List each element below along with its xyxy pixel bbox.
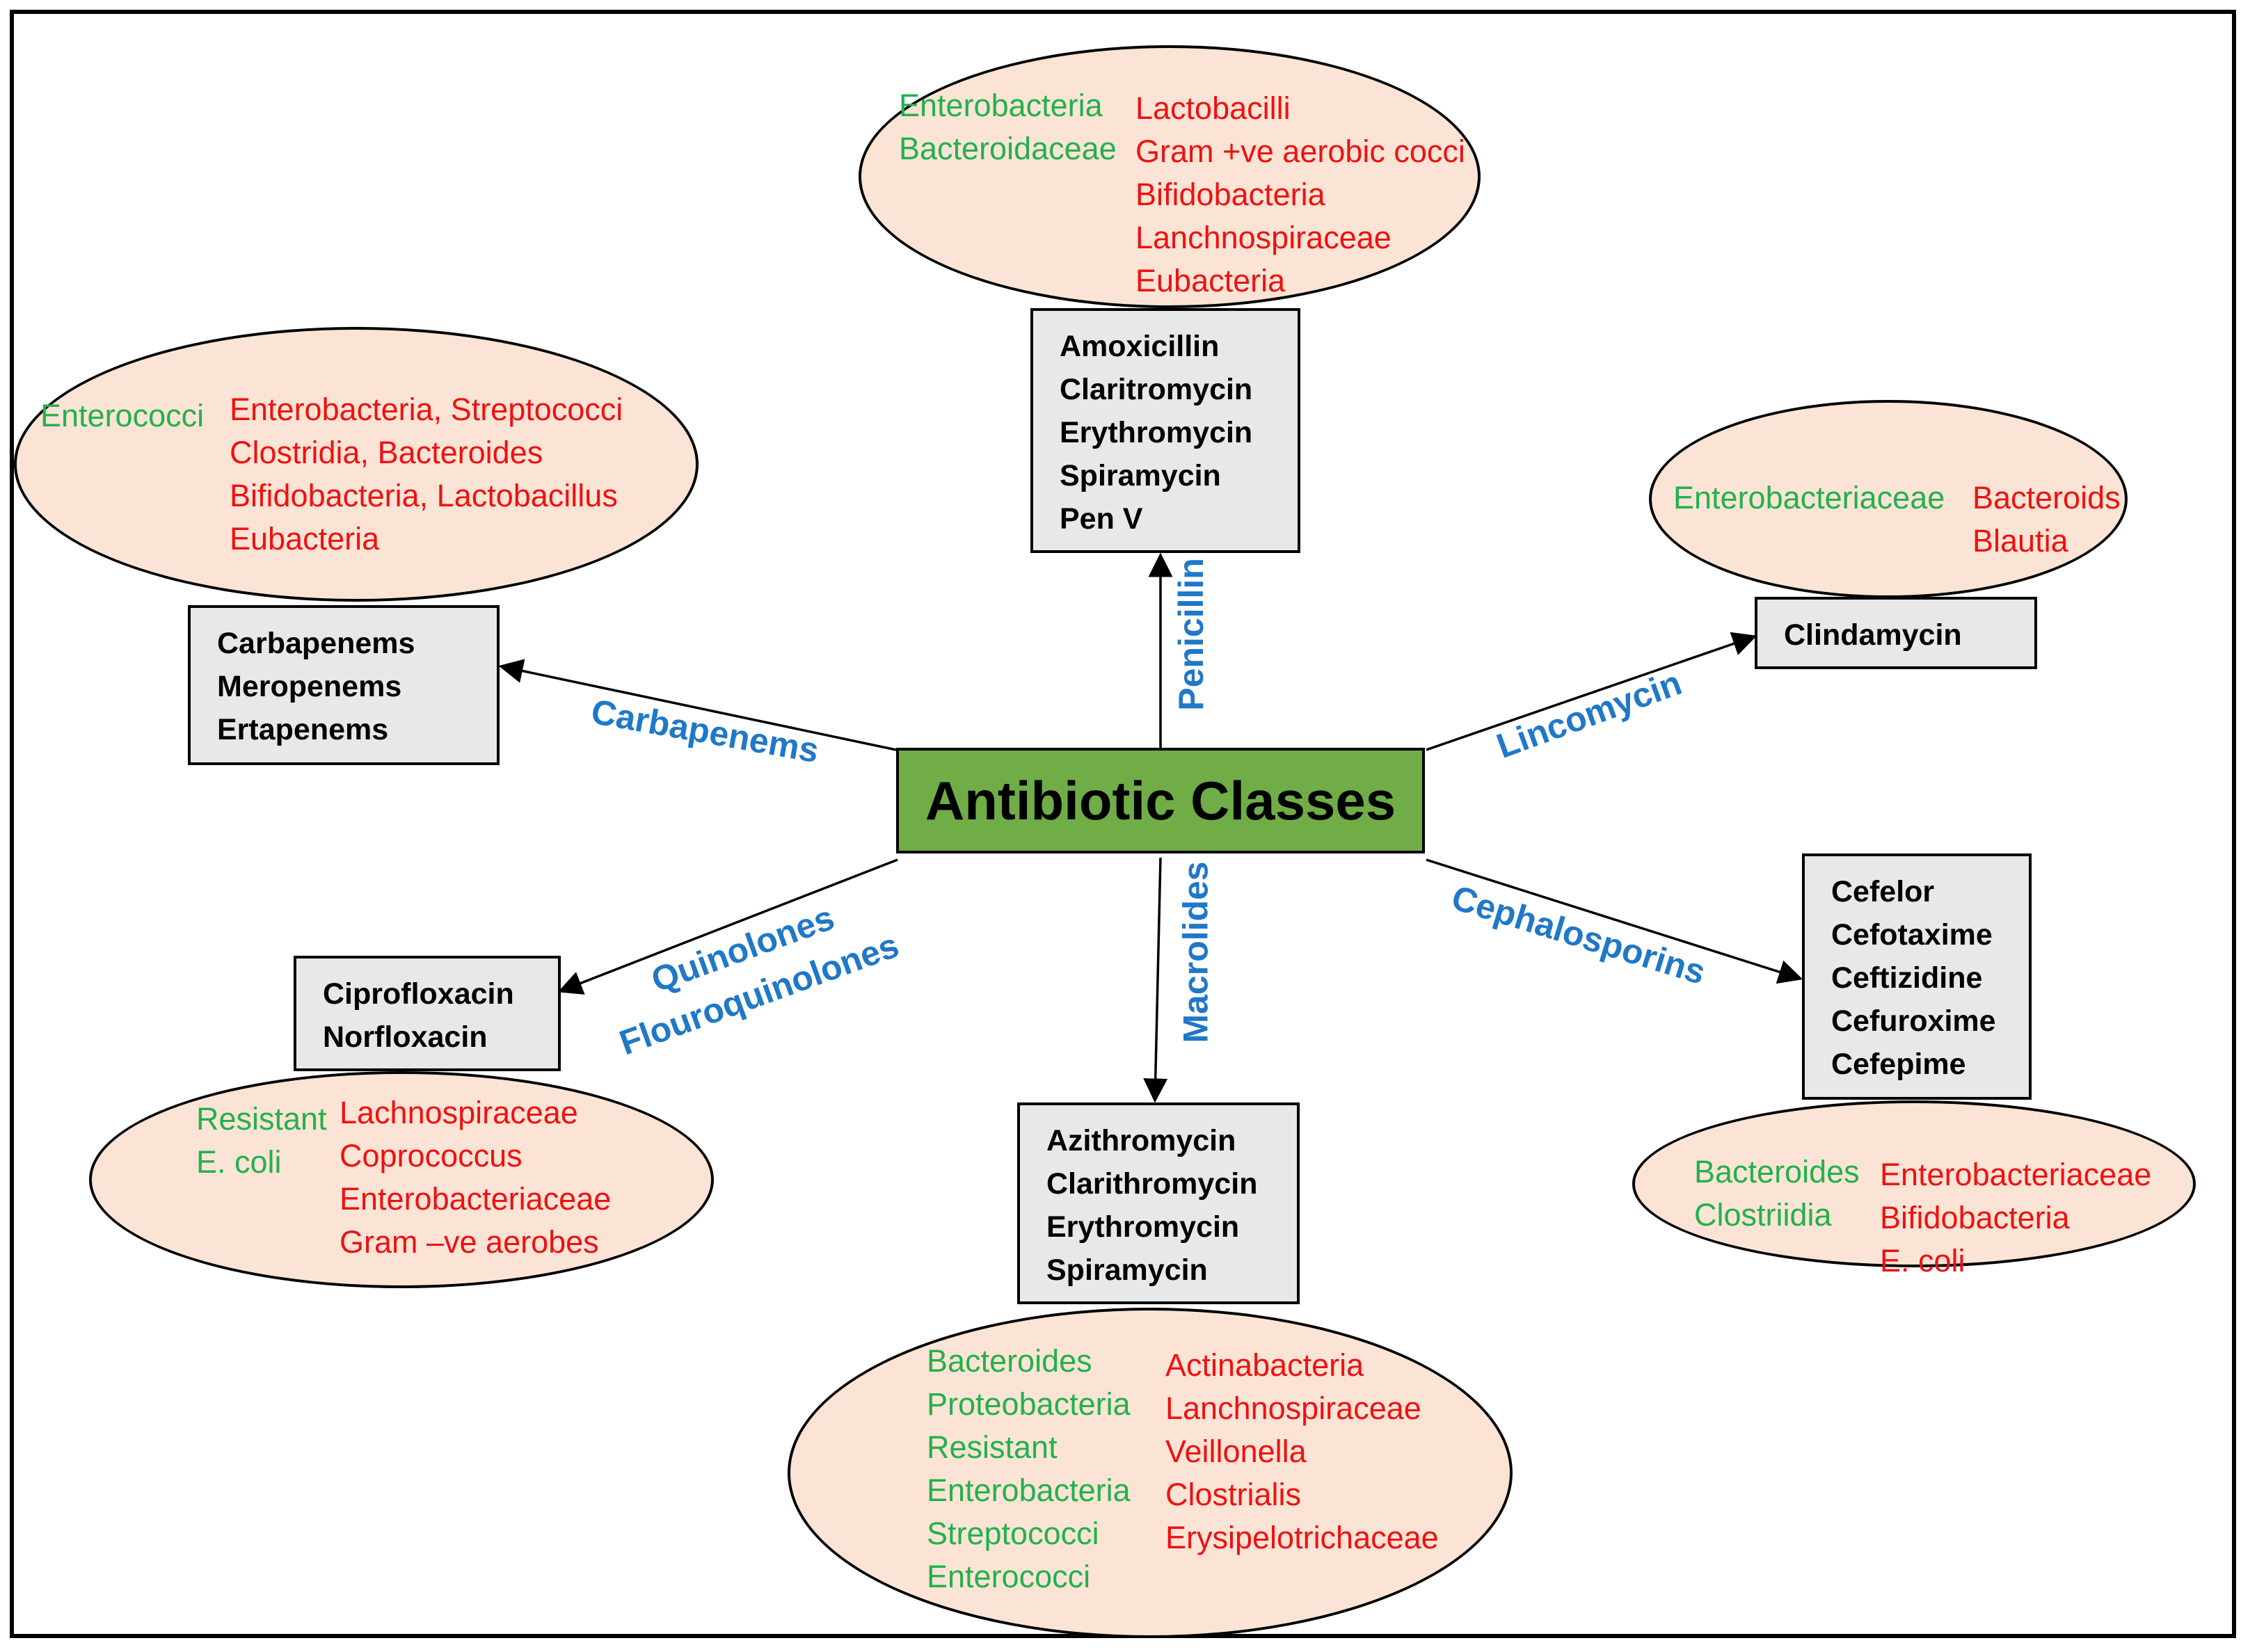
drug-item: Spiramycin (1060, 459, 1221, 492)
bacteria-item: Proteobacteria (927, 1386, 1131, 1422)
bacteria-item: Clostridia, Bacteroides (230, 435, 543, 470)
drug-item: Meropenems (217, 670, 402, 703)
bacteria-item: Lanchnospiraceae (1165, 1390, 1421, 1426)
bacteria-item: Resistant (927, 1429, 1058, 1465)
drug-item: Clarithromycin (1046, 1167, 1258, 1201)
bacteria-item: Eubacteria (1135, 263, 1286, 298)
macrolides-drugs-box: Azithromycin Clarithromycin Erythromycin… (1017, 1102, 1300, 1304)
bacteria-item: Bacteroids (1972, 480, 2121, 515)
drug-item: Ceftizidine (1831, 961, 1983, 995)
bacteria-item: Clostriidia (1694, 1197, 1832, 1233)
arrow-macrolides (1143, 857, 1168, 1103)
bacteria-item: E. coli (196, 1144, 282, 1180)
lincomycin-effects-ellipse (1649, 400, 2128, 598)
quinolones-increased-list: Resistant E. coli (196, 1098, 327, 1184)
lincomycin-decreased-list: Bacteroids Blautia (1972, 476, 2121, 563)
drug-item: Spiramycin (1046, 1253, 1208, 1287)
drug-item: Amoxicillin (1060, 330, 1220, 363)
bacteria-item: Eubacteria (230, 521, 380, 556)
quinolones-drugs-box: Ciprofloxacin Norfloxacin (294, 956, 561, 1071)
bacteria-item: Bacteroides (927, 1343, 1092, 1379)
drug-item: Pen V (1060, 502, 1143, 536)
quinolones-effects-ellipse (89, 1071, 714, 1288)
class-label-macrolides: Macrolides (1176, 861, 1215, 1043)
bacteria-item: Clostrialis (1165, 1477, 1302, 1512)
cephalosporins-effects-ellipse (1632, 1100, 2196, 1267)
bacteria-item: Bifidobacteria (1135, 177, 1325, 212)
lincomycin-drugs-box: Clindamycin (1755, 597, 2037, 669)
bacteria-item: Gram –ve aerobes (340, 1224, 599, 1260)
bacteria-item: Enterobacteria (927, 1473, 1131, 1508)
carbapenems-effects-ellipse (14, 327, 699, 602)
bacteria-item: Enterococci (40, 398, 205, 433)
bacteria-item: Resistant (196, 1101, 327, 1137)
arrow-cephalosporins (1426, 858, 1803, 984)
center-title: Antibiotic Classes (925, 769, 1396, 831)
drug-item: Clindamycin (1784, 618, 1962, 652)
arrow-carbapenems (498, 659, 897, 751)
bacteria-item: Bacteroidaceae (899, 131, 1117, 166)
bacteria-item: Bifidobacteria, Lactobacillus (230, 478, 618, 513)
penicillin-increased-list: Enterobacteria Bacteroidaceae (899, 84, 1117, 170)
penicillin-effects-ellipse (859, 45, 1481, 308)
cephalosporins-drugs-box: Cefelor Cefotaxime Ceftizidine Cefuroxim… (1802, 853, 2032, 1100)
drug-item: Cefepime (1831, 1048, 1966, 1081)
drug-item: Erythromycin (1060, 416, 1253, 449)
drug-item: Norfloxacin (323, 1020, 488, 1054)
bacteria-item: Blautia (1972, 523, 2068, 559)
bacteria-item: Bacteroides (1694, 1154, 1860, 1189)
drug-item: Cefotaxime (1831, 918, 1993, 952)
drug-item: Cefelor (1831, 875, 1935, 908)
bacteria-item: Streptococci (927, 1516, 1099, 1551)
bacteria-item: Enterobacteriaceae (1880, 1157, 2152, 1192)
bacteria-item: Enterobacteriaceae (340, 1181, 612, 1217)
drug-item: Ciprofloxacin (323, 977, 514, 1011)
bacteria-item: Erysipelotrichaceae (1165, 1520, 1439, 1555)
macrolides-increased-list: Bacteroides Proteobacteria Resistant Ent… (927, 1340, 1131, 1598)
macrolides-decreased-list: Actinabacteria Lanchnospiraceae Veillone… (1165, 1344, 1439, 1559)
macrolides-effects-ellipse (788, 1308, 1513, 1638)
bacteria-item: Gram +ve aerobic cocci (1135, 134, 1465, 169)
drug-item: Claritromycin (1060, 373, 1253, 406)
arrow-quinolones (557, 858, 898, 995)
drug-item: Carbapenems (217, 627, 415, 660)
cephalosporins-decreased-list: Enterobacteriaceae Bifidobacteria E. col… (1880, 1153, 2151, 1283)
bacteria-item: Enterobacteriaceae (1673, 480, 1945, 515)
bacteria-item: Enterobacteria, Streptococci (230, 392, 623, 427)
penicillin-drugs-box: Amoxicillin Claritromycin Erythromycin S… (1030, 308, 1300, 553)
carbapenems-decreased-list: Enterobacteria, Streptococci Clostridia,… (230, 388, 623, 561)
penicillin-decreased-list: Lactobacilli Gram +ve aerobic cocci Bifi… (1135, 87, 1465, 303)
bacteria-item: E. coli (1880, 1243, 1965, 1278)
drug-item: Ertapenems (217, 713, 389, 746)
arrow-lincomycin (1426, 632, 1757, 751)
drug-item: Erythromycin (1046, 1210, 1240, 1244)
carbapenems-increased-list: Enterococci (40, 394, 204, 438)
drug-item: Cefuroxime (1831, 1004, 1996, 1038)
bacteria-item: Lactobacilli (1135, 90, 1291, 126)
bacteria-item: Enterobacteria (899, 88, 1103, 123)
bacteria-item: Veillonella (1165, 1434, 1307, 1469)
bacteria-item: Bifidobacteria (1880, 1200, 2070, 1235)
bacteria-item: Enterococci (927, 1559, 1091, 1594)
class-label-penicillin: Penicillin (1171, 558, 1211, 711)
cephalosporins-increased-list: Bacteroides Clostriidia (1694, 1150, 1860, 1237)
bacteria-item: Coprococcus (340, 1138, 523, 1173)
bacteria-item: Lachnospiraceae (340, 1095, 578, 1130)
carbapenems-drugs-box: Carbapenems Meropenems Ertapenems (188, 605, 500, 765)
drug-item: Azithromycin (1046, 1124, 1236, 1157)
bacteria-item: Lanchnospiraceae (1135, 220, 1391, 255)
center-node: Antibiotic Classes (896, 748, 1425, 853)
quinolones-decreased-list: Lachnospiraceae Coprococcus Enterobacter… (340, 1091, 611, 1264)
lincomycin-increased-list: Enterobacteriaceae (1673, 476, 1945, 520)
bacteria-item: Actinabacteria (1165, 1347, 1364, 1383)
